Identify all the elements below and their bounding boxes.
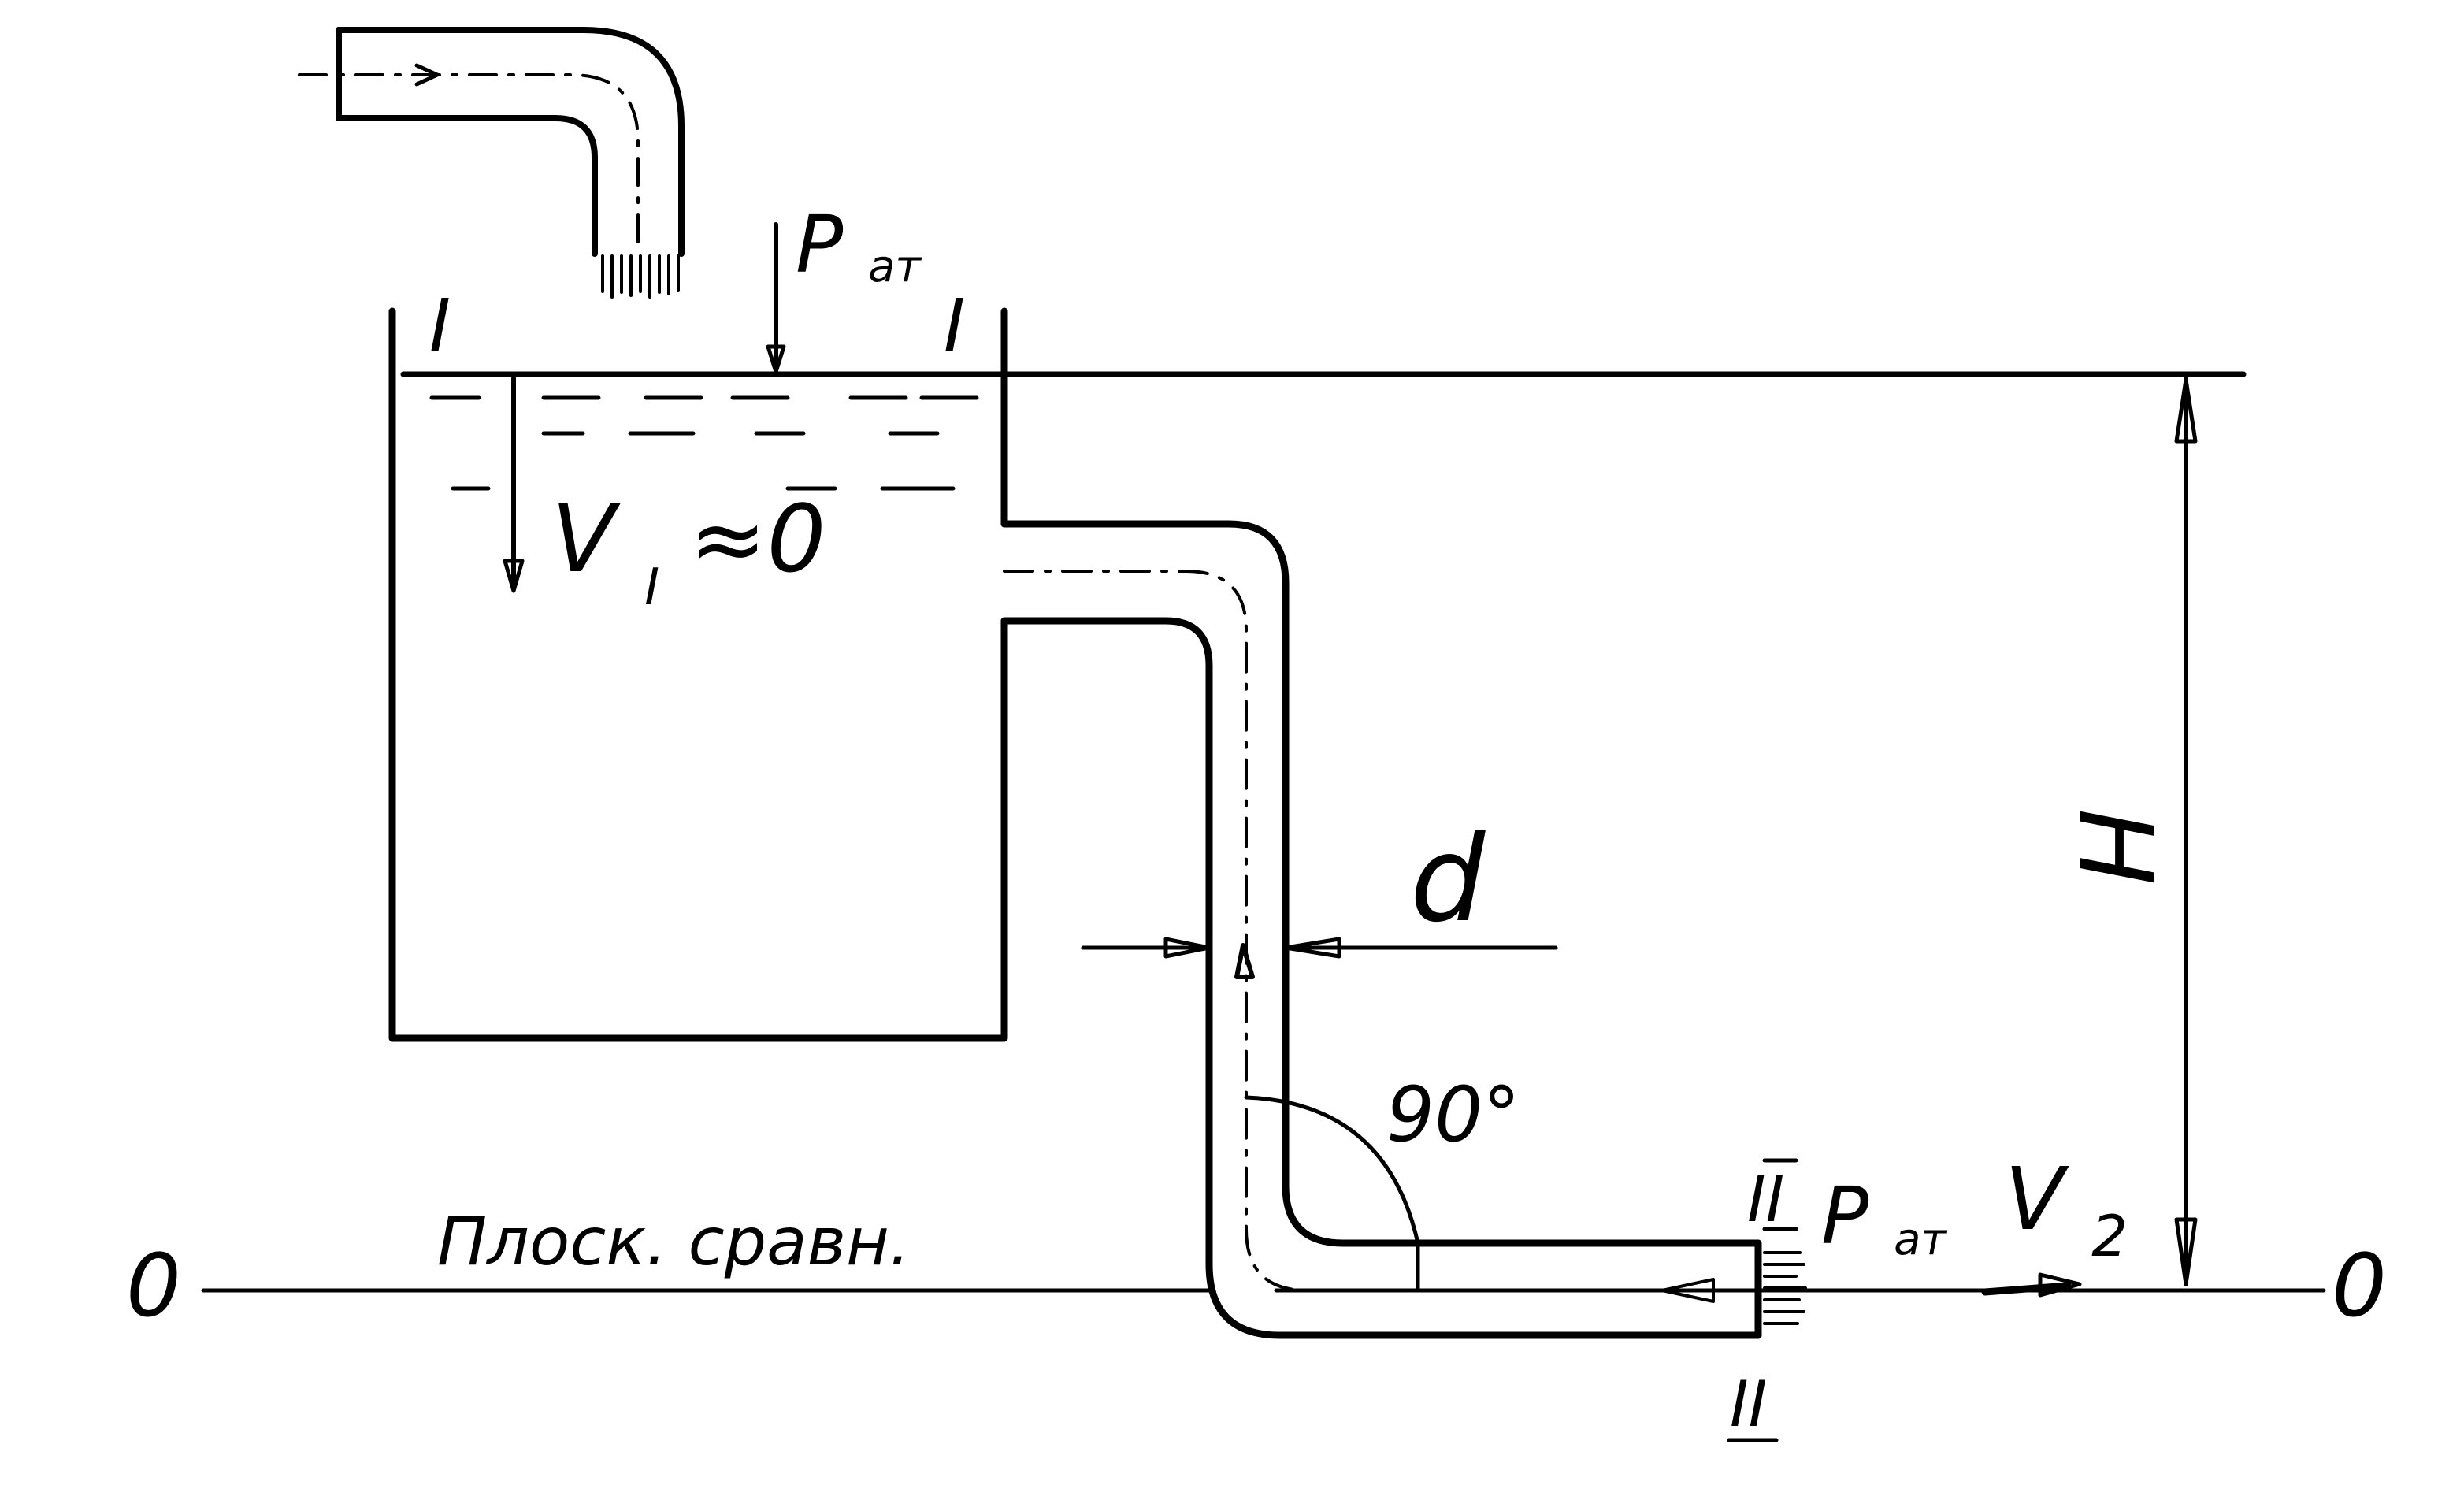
- angle-label: 90°: [1386, 1071, 1520, 1159]
- datum-left-label: 0: [126, 1235, 181, 1336]
- velocity-1-approx: ≈0: [689, 484, 826, 593]
- supply-pipe: [298, 27, 685, 299]
- p-atm-outlet-label: P ат: [1821, 1170, 1947, 1265]
- height-label: H: [2055, 808, 2175, 885]
- p-atm-outlet-symbol: P: [1821, 1170, 1869, 1262]
- velocity-1-arrow: [503, 376, 525, 593]
- velocity-1-subscript: I: [644, 559, 659, 617]
- diameter-label: d: [1410, 811, 1486, 949]
- p-atm-top-subscript: ат: [868, 241, 922, 292]
- water-surface: [400, 371, 2247, 491]
- p-atm-outlet-subscript: ат: [1894, 1214, 1947, 1265]
- section-2-top-label: II: [1747, 1163, 1784, 1236]
- diameter-dimension: [1081, 937, 1558, 959]
- section-1-left-label: I: [429, 284, 451, 368]
- section-1-right-label: I: [944, 284, 965, 368]
- angle-marker: [1244, 1095, 1420, 1293]
- section-markers: [1727, 1158, 1798, 1442]
- tank: [388, 307, 1008, 1042]
- velocity-1-symbol: V: [551, 484, 621, 593]
- p-atm-top-symbol: P: [796, 199, 844, 291]
- velocity-2-label: V 2: [2005, 1149, 2128, 1269]
- p-atm-top-arrow: [766, 222, 786, 374]
- velocity-2-symbol: V: [2005, 1149, 2069, 1249]
- section-2-bottom-label: II: [1730, 1368, 1767, 1441]
- outlet-pipe: [1000, 520, 1807, 1339]
- height-dimension: [2174, 374, 2198, 1286]
- datum-right-label: 0: [2332, 1235, 2387, 1336]
- p-atm-top-label: P ат: [796, 199, 922, 292]
- datum-caption: Плоск. сравн.: [437, 1203, 911, 1280]
- velocity-2-subscript: 2: [2091, 1203, 2128, 1269]
- velocity-1-label: V I ≈0: [551, 484, 826, 626]
